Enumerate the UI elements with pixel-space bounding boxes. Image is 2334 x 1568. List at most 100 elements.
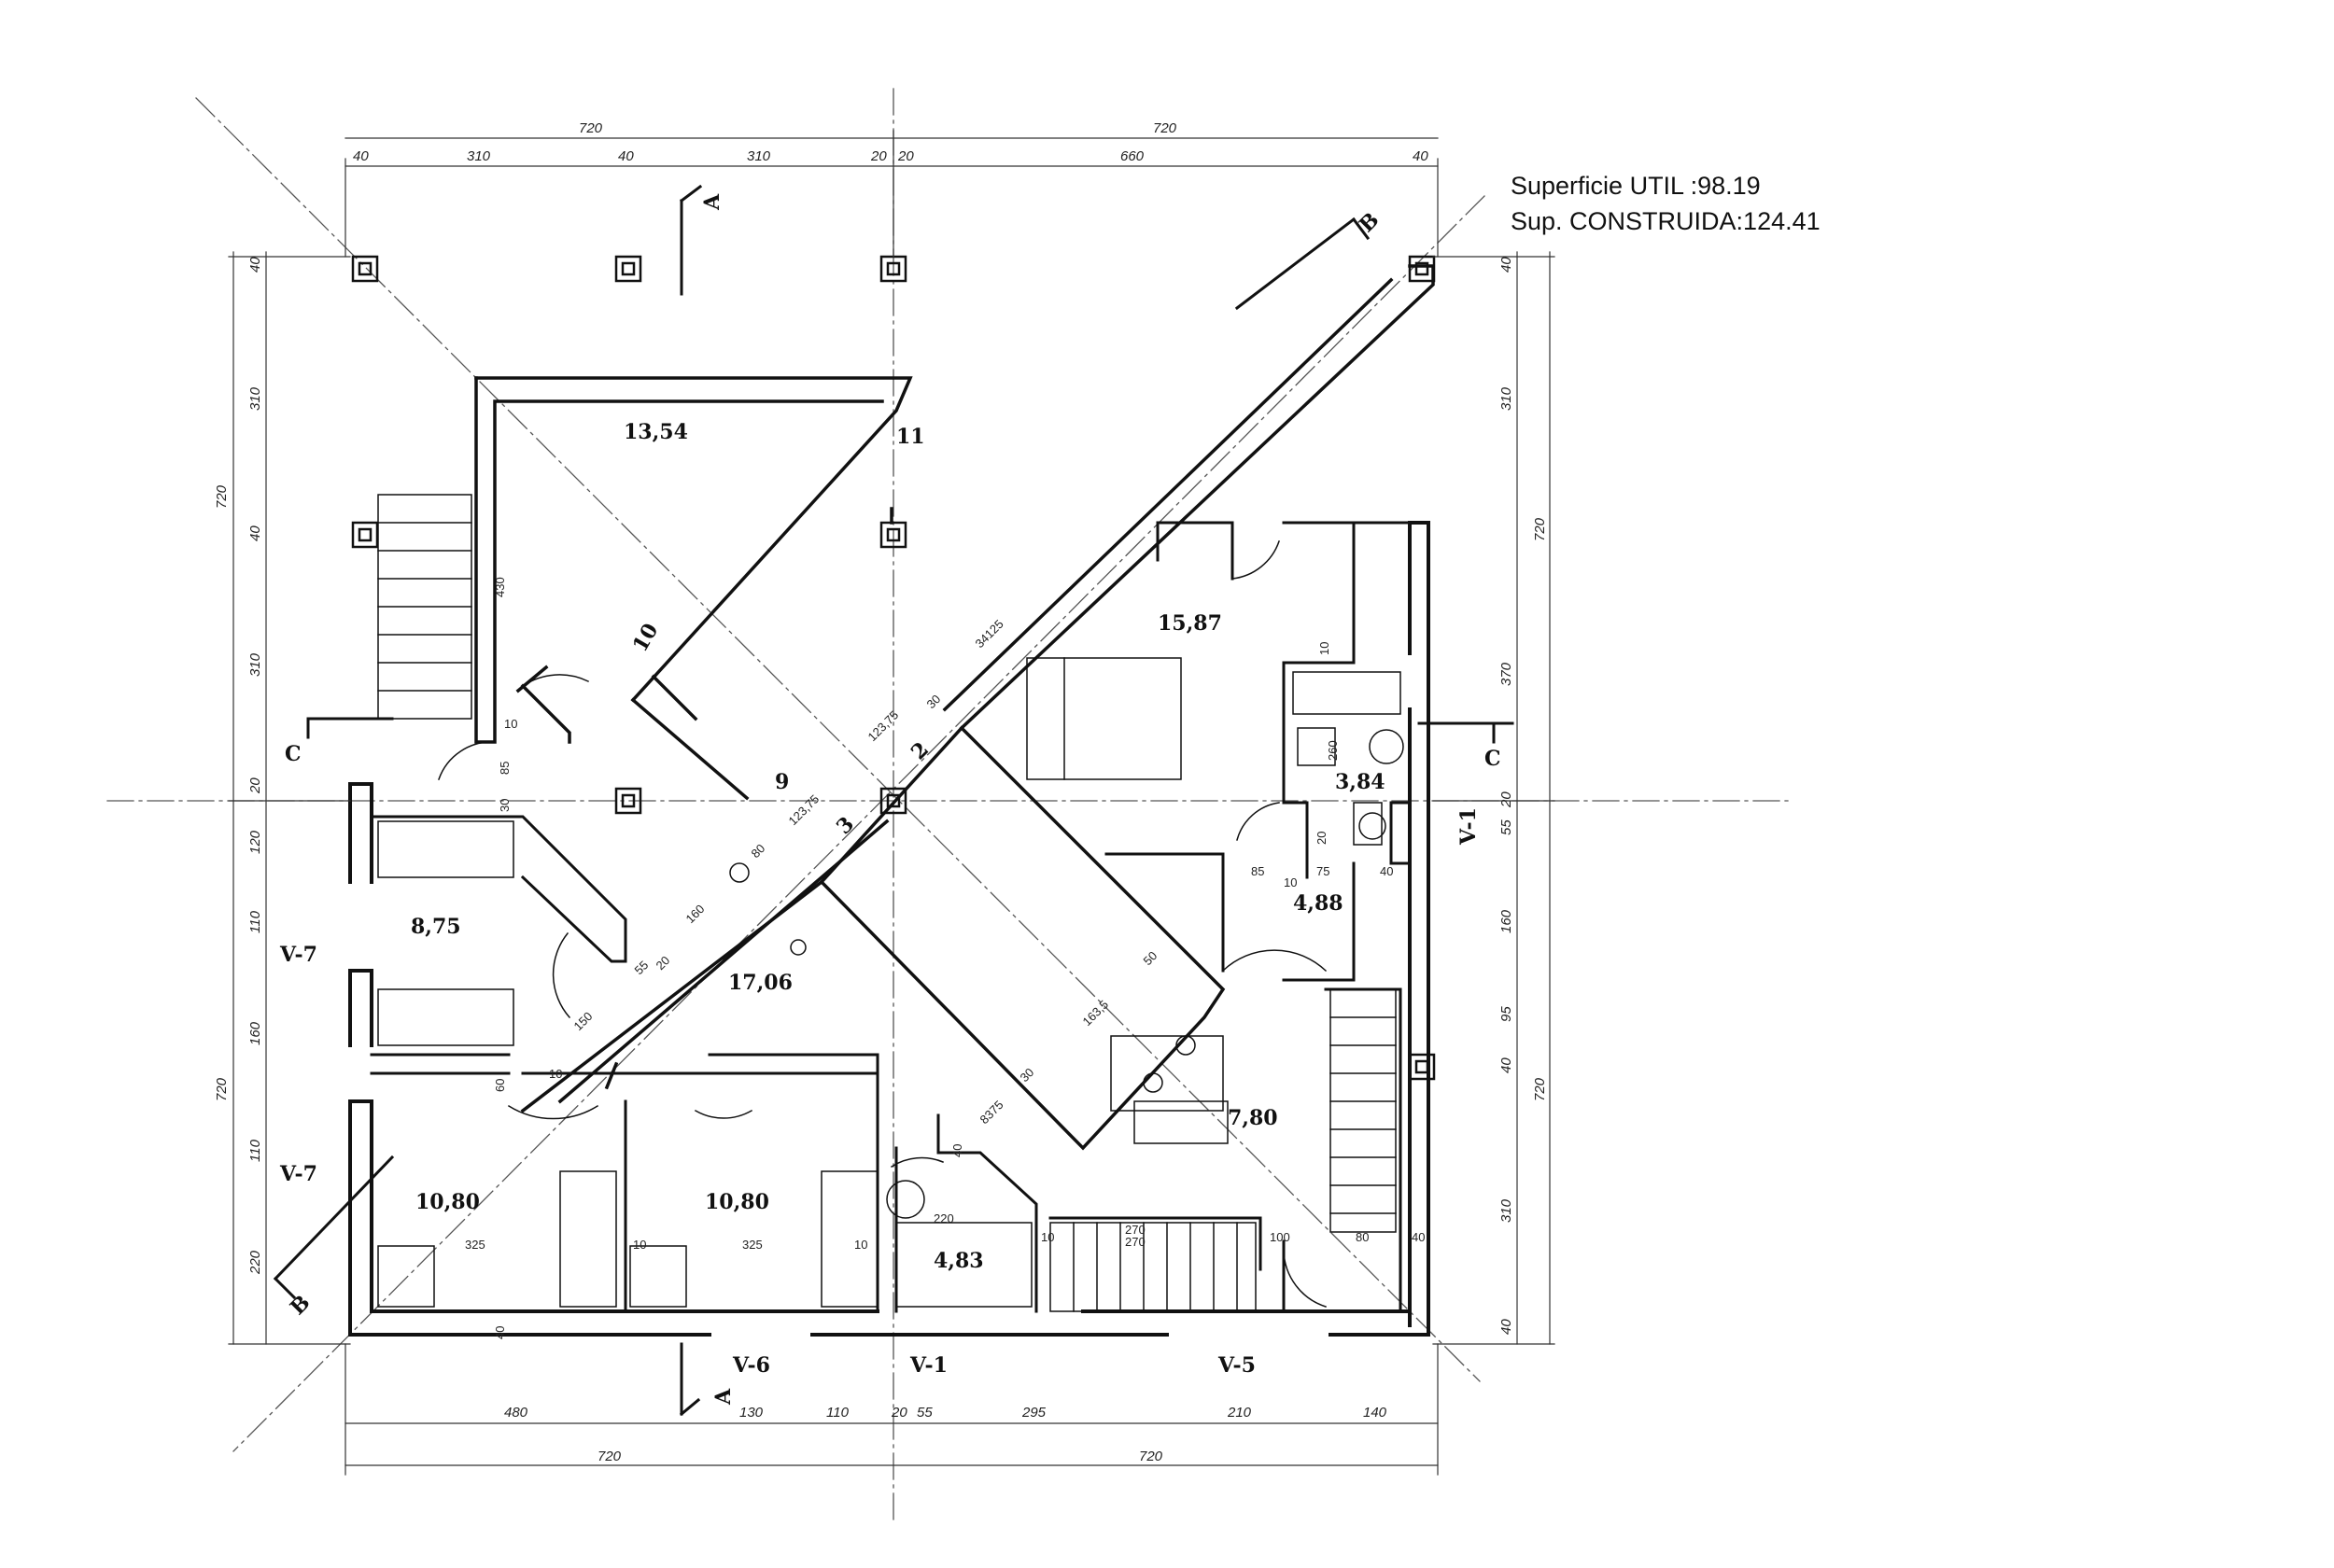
dimension-text: 720 [1139,1449,1163,1464]
wall-mark: 9 [775,770,789,794]
dimension-text: 30 [924,692,944,711]
dimension-text: 480 [504,1405,528,1421]
dimension-text: 123,75 [786,791,823,828]
doors [438,540,1328,1308]
surface-summary: Superficie UTIL :98.19 Sup. CONSTRUIDA:1… [1511,168,1821,239]
dimension-text: 30 [498,799,512,812]
window-label: V-6 [732,1353,770,1378]
dimension-text: 720 [579,120,603,136]
dimension-text: 110 [247,910,263,933]
dimension-text: 720 [214,1077,230,1101]
dimension-text: 60 [493,1079,507,1092]
room-area-label: 8,75 [411,915,461,939]
dimension-text: 8375 [977,1098,1006,1127]
dimension-text: 55 [917,1405,933,1421]
dimension-text: 720 [1532,1077,1548,1101]
dimension-text: 310 [467,148,491,164]
dimension-text: 20 [891,1405,907,1421]
dimension-text: 370 [1498,662,1514,686]
dimension-text: 40 [1412,1230,1425,1244]
section-label: A [711,1388,736,1406]
dimension-text: 40 [950,1144,964,1157]
section-label: C [285,742,302,766]
dimension-text: 295 [1021,1405,1047,1421]
dimension-text: 120 [247,830,263,854]
section-label: A [700,193,724,211]
dimension-text: 50 [1141,948,1160,968]
dimension-text: 20 [247,777,263,794]
dimension-text: 660 [1120,148,1145,164]
dimension-text: 160 [247,1021,263,1045]
room-area-label: 10,80 [415,1190,480,1214]
dimension-text: 160 [1498,909,1514,933]
dimension-text: 123,75 [865,707,902,744]
dimension-text: 260 [1326,740,1340,761]
dimension-text: 310 [247,652,263,677]
wall-mark: 2 [907,737,934,764]
dimension-text: 80 [749,841,768,861]
dimension-lines [228,130,1555,1476]
room-area-label: 17,06 [728,971,793,995]
room-area-label: 4,88 [1293,891,1343,916]
dimension-text: 55 [1498,819,1514,835]
dimension-text: 40 [1498,1319,1514,1335]
room-area-label: 7,80 [1228,1106,1278,1130]
furniture [377,657,1404,1308]
dimension-text: 85 [1251,864,1264,878]
dimension-text: 110 [247,1139,263,1162]
dimension-text: 310 [1498,1198,1514,1223]
dimension-text: 10 [504,717,517,731]
dimension-text: 130 [739,1405,764,1421]
dimension-text: 720 [1153,120,1177,136]
window-label: V-7 [279,943,317,967]
dimension-text: 430 [493,577,507,597]
dimension-text: 150 [571,1009,596,1033]
dimension-text: 40 [493,1326,507,1339]
dimension-text: 40 [1498,1057,1514,1073]
room-area-label: 13,54 [624,420,688,444]
dimension-text: 325 [742,1238,763,1252]
wall-mark: 3 [832,812,859,839]
dimension-text: 210 [1227,1405,1252,1421]
dimension-text: 720 [1532,517,1548,541]
dimension-text: 310 [747,148,771,164]
room-area-label: 4,83 [934,1249,984,1273]
columns [351,255,1436,1081]
dimension-text: 310 [247,386,263,411]
dimension-text: 34125 [973,617,1006,651]
dimension-text: 220 [247,1250,263,1275]
dimension-text: 20 [1315,832,1329,845]
dimension-text: 20 [897,148,914,164]
dimension-text: 40 [247,525,263,541]
dimension-text: 140 [1363,1405,1387,1421]
stairs [377,494,1397,1312]
window-label: V-1 [909,1353,948,1378]
dimension-text: 720 [214,484,230,509]
wall-mark: 11 [896,425,925,449]
dimension-text: 110 [826,1405,850,1421]
window-label: V-5 [1217,1353,1256,1378]
dimension-text: 20 [870,148,887,164]
window-label: V-1 [1456,807,1481,846]
wall-mark: 10 [628,619,664,656]
dimension-text: 40 [1413,148,1428,164]
dimension-text: 40 [247,257,263,273]
dimension-text: 10 [1284,875,1297,889]
room-area-label: 15,87 [1158,611,1222,636]
dimension-text: 80 [1356,1230,1369,1244]
dimension-text: 270 [1125,1235,1146,1249]
dimension-text: 270 [1125,1223,1146,1237]
surface-util: Superficie UTIL :98.19 [1511,172,1761,200]
window-label: V-7 [279,1162,317,1186]
dimension-text: 75 [1316,864,1329,878]
dimension-text: 160 [683,902,708,926]
dimension-text: 20 [1498,791,1514,808]
exterior-walls [348,521,1430,1337]
diagonal-walls [474,264,1435,1151]
dimension-text: 40 [1498,257,1514,273]
dimension-text: 10 [549,1067,562,1081]
dimension-text: 10 [633,1238,646,1252]
dimension-text: 163,5 [1080,998,1112,1029]
dimension-text: 40 [1380,864,1393,878]
